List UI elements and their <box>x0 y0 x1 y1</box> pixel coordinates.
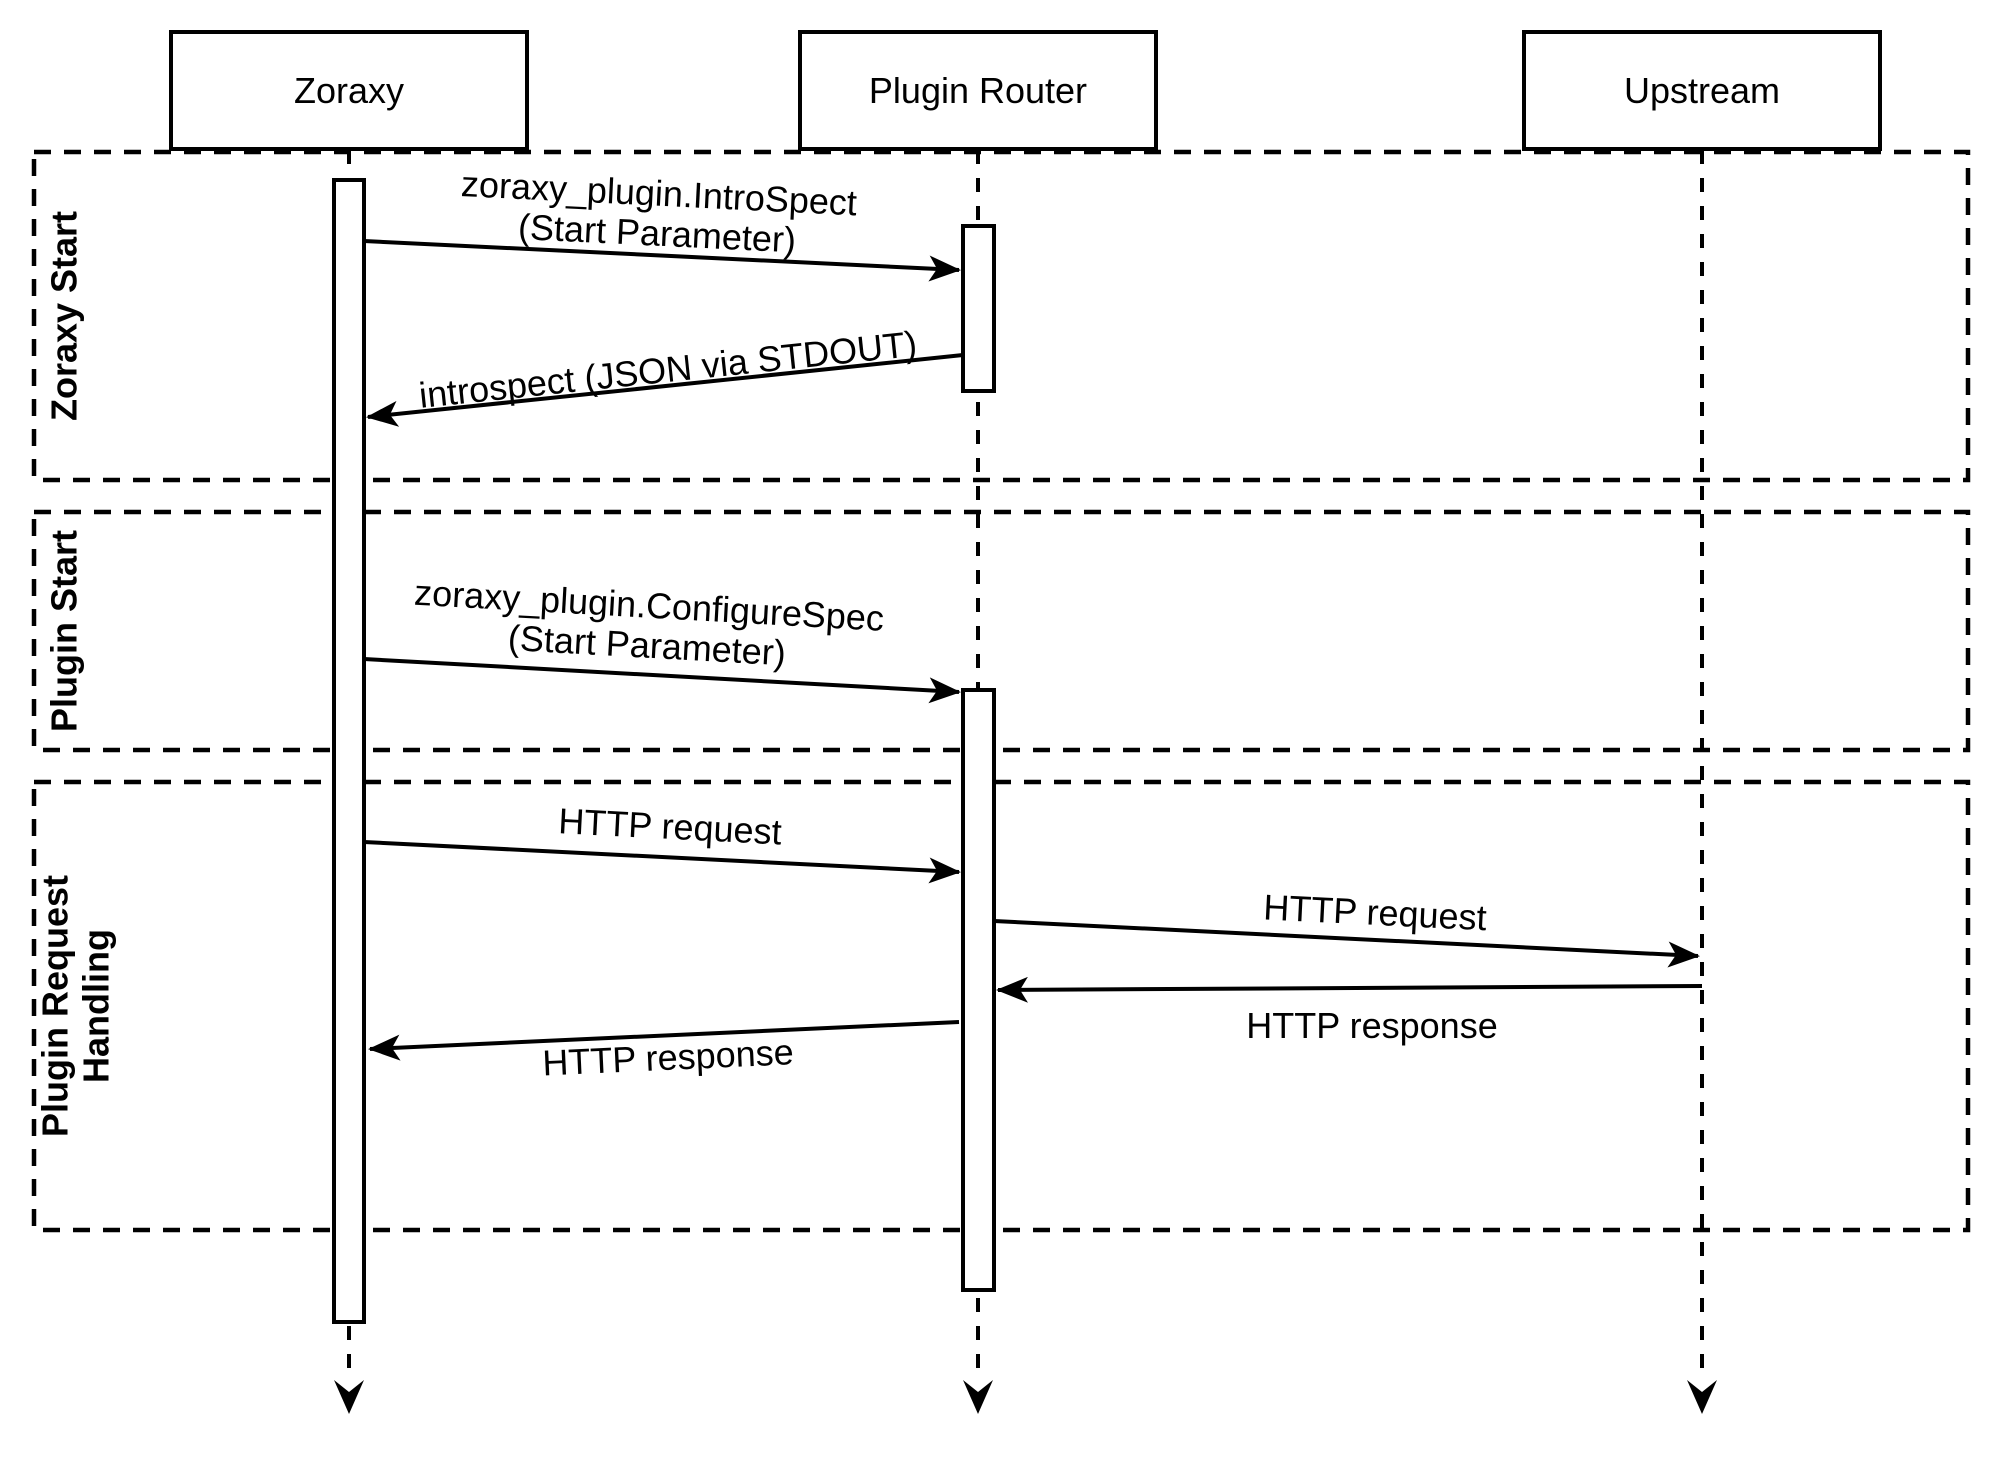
message-arrow-http-response-out <box>368 1020 960 1061</box>
actor-label-upstream: Upstream <box>1623 69 1781 111</box>
activation-bar-zoraxy <box>332 178 366 1324</box>
message-label-http-response-upstream: HTTP response <box>1246 1004 1498 1046</box>
message-arrow-http-request-in <box>363 840 961 884</box>
actor-box-plugin-router: Plugin Router <box>798 30 1158 151</box>
lifeline-end-arrow-zoraxy <box>334 1380 364 1414</box>
actor-box-zoraxy: Zoraxy <box>169 30 529 151</box>
actor-label-plugin-router: Plugin Router <box>868 69 1088 111</box>
lane-label-plugin-start: Plugin Start <box>43 529 85 733</box>
message-arrow-http-response-upstream <box>996 976 1703 1003</box>
lane-box-plugin-start <box>31 509 1971 753</box>
lane-box-zoraxy-start <box>31 149 1971 483</box>
message-arrow-http-request-upstream <box>993 919 1700 968</box>
activation-bar-plugin-router-main <box>961 688 996 1292</box>
lane-label-line-2: Handling <box>76 929 117 1083</box>
lifeline-end-arrow-upstream <box>1687 1380 1717 1414</box>
activation-bar-plugin-router-introspect <box>961 224 996 393</box>
actor-box-upstream: Upstream <box>1522 30 1882 151</box>
message-arrow-configurespec <box>363 657 961 704</box>
lane-label-line-1: Plugin Request <box>34 874 76 1138</box>
lane-label-zoraxy-start: Zoraxy Start <box>43 210 85 422</box>
lifeline-end-arrow-plugin-router <box>963 1380 993 1414</box>
lane-box-plugin-request-handling <box>31 779 1971 1233</box>
message-arrow-introspect-return <box>366 353 964 427</box>
message-arrow-introspect-call <box>363 239 961 282</box>
lane-label-plugin-request-handling: Plugin Request Handling <box>35 875 118 1137</box>
actor-label-zoraxy: Zoraxy <box>293 69 405 111</box>
